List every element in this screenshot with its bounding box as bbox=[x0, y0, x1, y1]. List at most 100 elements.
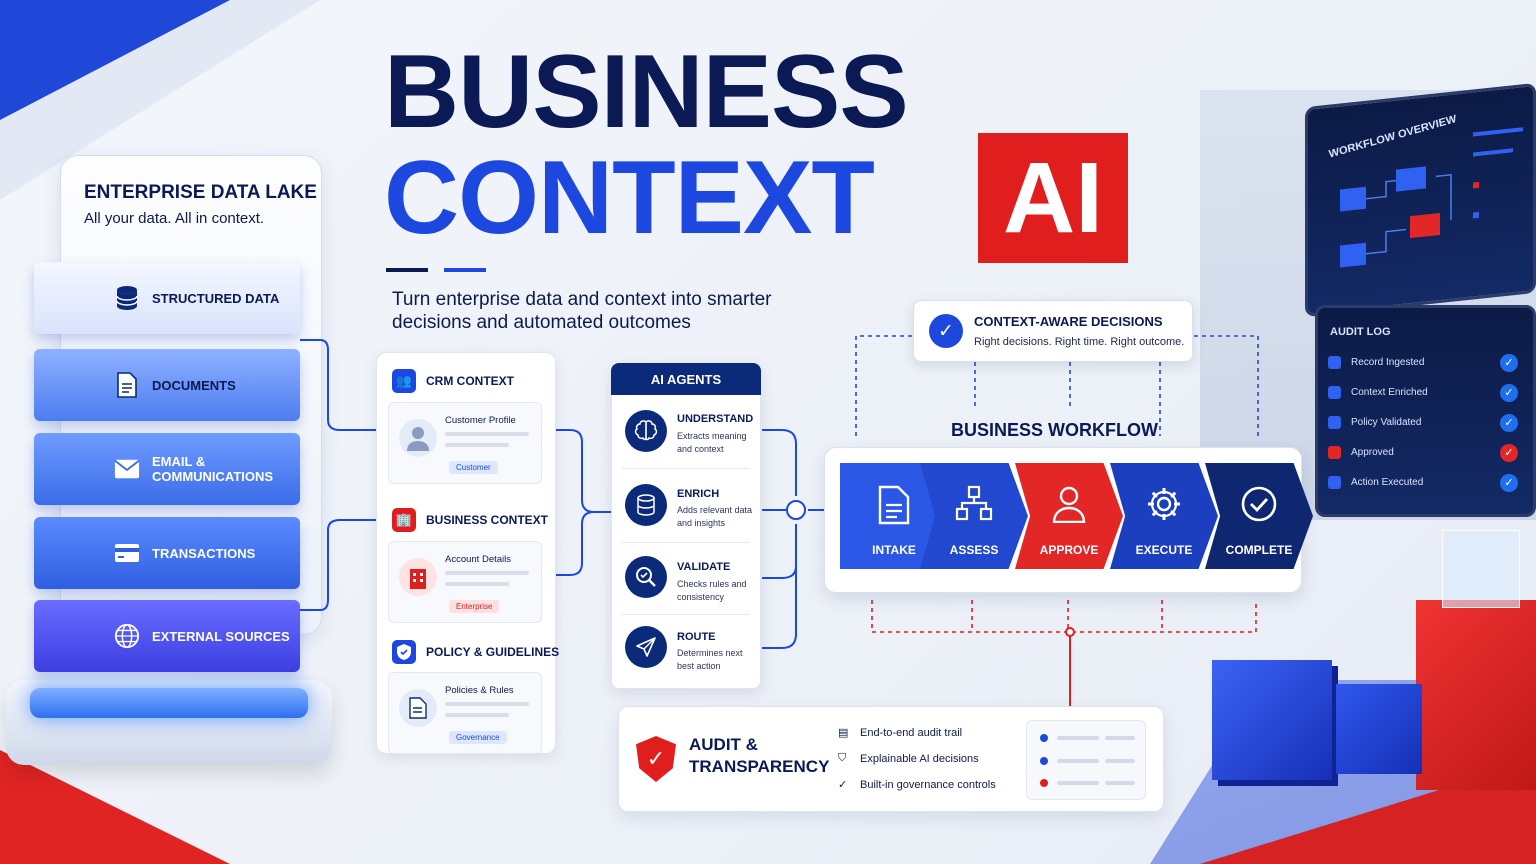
text-placeholder-bar bbox=[445, 582, 509, 586]
step-label: EXECUTE bbox=[1135, 543, 1193, 557]
decor-cube-red bbox=[1416, 600, 1536, 790]
text-placeholder-bar bbox=[445, 443, 509, 447]
layer-external-sources: EXTERNAL SOURCES bbox=[34, 600, 300, 672]
log-label: Context Enriched bbox=[1351, 387, 1428, 398]
mail-icon bbox=[114, 456, 140, 482]
check-circle-icon: ✓ bbox=[1500, 353, 1518, 372]
agent-title-understand: UNDERSTAND bbox=[677, 413, 754, 425]
context-title: BUSINESS CONTEXT bbox=[426, 513, 549, 527]
context-title: POLICY & GUIDELINES bbox=[426, 645, 560, 659]
credit-card-icon bbox=[114, 540, 140, 566]
context-card-name: Customer Profile bbox=[445, 415, 516, 426]
log-label: Record Ingested bbox=[1351, 357, 1425, 368]
agent-title-enrich: ENRICH bbox=[677, 488, 720, 500]
context-card-crm[interactable]: Customer Profile Customer bbox=[388, 402, 542, 484]
agent-title-route: ROUTE bbox=[677, 631, 716, 643]
log-row: Record Ingested ✓ bbox=[1328, 353, 1518, 372]
context-card-business[interactable]: Account Details Enterprise bbox=[388, 541, 542, 623]
context-card-name: Policies & Rules bbox=[445, 685, 514, 696]
document-icon bbox=[399, 689, 437, 727]
log-label: Action Executed bbox=[1351, 477, 1424, 488]
agent-divider bbox=[622, 542, 750, 543]
log-icon bbox=[1328, 476, 1341, 489]
building-icon: 🏢 bbox=[392, 508, 416, 532]
context-title: CRM CONTEXT bbox=[426, 374, 514, 388]
title-ai-badge: AI bbox=[978, 133, 1128, 263]
workflow-step-complete[interactable]: COMPLETE bbox=[1205, 463, 1313, 569]
hierarchy-icon bbox=[955, 485, 993, 529]
data-lake-title: ENTERPRISE DATA LAKE bbox=[84, 182, 317, 203]
shield-check-icon: ⛉ bbox=[838, 752, 847, 764]
workflow-step-approve[interactable]: APPROVE bbox=[1015, 463, 1123, 569]
audit-title: AUDIT & TRANSPARENCY bbox=[689, 735, 830, 776]
user-icon bbox=[1052, 485, 1086, 531]
audit-log-monitor: AUDIT LOG bbox=[1315, 305, 1536, 517]
layer-label: TRANSACTIONS bbox=[152, 545, 256, 561]
divider-blue bbox=[444, 268, 486, 272]
step-label: APPROVE bbox=[1039, 543, 1099, 557]
database-icon bbox=[114, 285, 140, 311]
document-icon: ▤ bbox=[838, 727, 849, 739]
step-label: INTAKE bbox=[872, 543, 916, 557]
workflow-step-assess[interactable]: ASSESS bbox=[920, 463, 1028, 569]
check-circle-icon bbox=[1240, 485, 1278, 531]
audit-item-label: End-to-end audit trail bbox=[860, 726, 963, 739]
log-label: Approved bbox=[1351, 447, 1394, 458]
layer-label: STRUCTURED DATA bbox=[152, 290, 280, 306]
layer-email: EMAIL & COMMUNICATIONS bbox=[34, 433, 300, 505]
agent-divider bbox=[622, 468, 750, 469]
check-circle-icon: ✓ bbox=[929, 314, 963, 348]
workflow-overview-monitor: WORKFLOW OVERVIEW bbox=[1305, 82, 1536, 318]
log-row: Policy Validated ✓ bbox=[1328, 413, 1518, 432]
log-icon bbox=[1328, 386, 1341, 399]
layer-structured-data: STRUCTURED DATA bbox=[34, 262, 300, 334]
text-placeholder-bar bbox=[445, 713, 509, 717]
log-icon bbox=[1328, 356, 1341, 369]
context-tag: Customer bbox=[449, 461, 498, 474]
audit-item: ⛉ Explainable AI decisions bbox=[838, 752, 979, 765]
log-row: Action Executed ✓ bbox=[1328, 473, 1518, 492]
overview-flow-graphic bbox=[1340, 166, 1452, 268]
document-icon bbox=[114, 372, 140, 398]
audit-item: ▤ End-to-end audit trail bbox=[838, 726, 963, 740]
check-circle-icon: ✓ bbox=[1500, 413, 1518, 432]
document-icon bbox=[877, 485, 911, 533]
overview-bar bbox=[1473, 127, 1523, 137]
log-icon bbox=[1328, 446, 1341, 459]
shield-icon bbox=[392, 640, 416, 664]
check-circle-icon: ✓ bbox=[838, 779, 848, 791]
log-row: Approved ✓ bbox=[1328, 443, 1518, 462]
audit-item-label: Explainable AI decisions bbox=[860, 752, 979, 765]
agent-divider bbox=[622, 614, 750, 615]
text-placeholder-bar bbox=[445, 702, 529, 706]
context-card-policy[interactable]: Policies & Rules Governance bbox=[388, 672, 542, 754]
avatar-icon bbox=[399, 419, 437, 457]
agent-desc: Extracts meaning and context bbox=[677, 431, 747, 454]
workflow-title: BUSINESS WORKFLOW bbox=[951, 420, 1158, 440]
database-icon bbox=[625, 484, 667, 526]
context-tag: Enterprise bbox=[449, 600, 500, 613]
layer-documents: DOCUMENTS bbox=[34, 349, 300, 421]
agent-desc: Checks rules and consistency bbox=[677, 579, 747, 602]
agent-desc: Determines next best action bbox=[677, 648, 743, 671]
agent-desc: Adds relevant data and insights bbox=[677, 505, 753, 528]
decor-cube-blue-small bbox=[1336, 684, 1422, 774]
text-placeholder-bar bbox=[445, 571, 529, 575]
context-header-business: 🏢 BUSINESS CONTEXT bbox=[392, 508, 548, 532]
layer-label: EXTERNAL SOURCES bbox=[152, 628, 290, 644]
log-title: AUDIT LOG bbox=[1330, 326, 1391, 338]
context-header-policy: POLICY & GUIDELINES bbox=[392, 640, 559, 664]
layer-label: EMAIL & COMMUNICATIONS bbox=[152, 454, 274, 484]
gear-icon bbox=[1145, 485, 1183, 531]
building-icon bbox=[399, 558, 437, 596]
decor-cube-blue bbox=[1212, 660, 1332, 780]
check-circle-icon: ✓ bbox=[1500, 383, 1518, 402]
audit-item-label: Built-in governance controls bbox=[860, 778, 996, 791]
workflow-step-execute[interactable]: EXECUTE bbox=[1110, 463, 1218, 569]
step-label: COMPLETE bbox=[1225, 543, 1293, 557]
layer-label: DOCUMENTS bbox=[152, 377, 236, 393]
decor-glass-cube bbox=[1442, 530, 1520, 608]
step-label: ASSESS bbox=[949, 543, 999, 557]
overview-bar bbox=[1473, 148, 1513, 157]
